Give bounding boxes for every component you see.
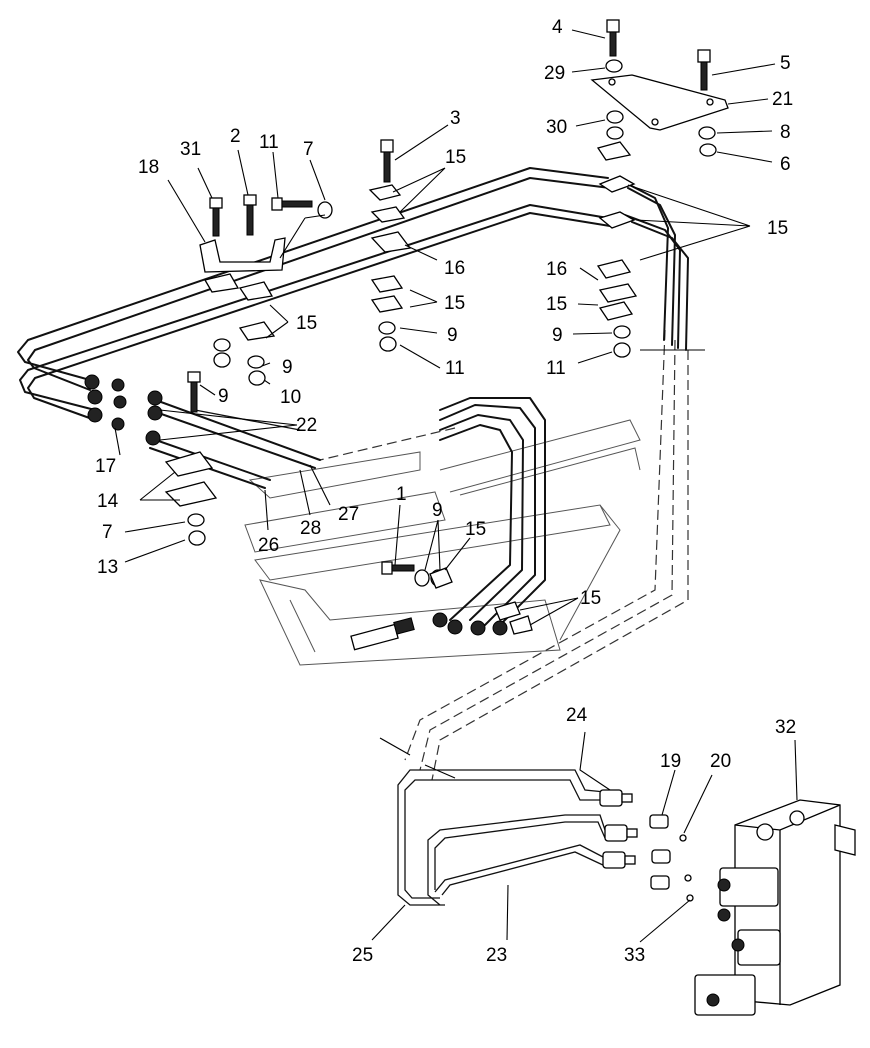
callout-27: 27 bbox=[338, 504, 359, 525]
bolt-2 bbox=[243, 194, 257, 236]
lower-pipe-bundle bbox=[397, 769, 606, 906]
callout-16-right: 16 bbox=[546, 259, 567, 280]
valve-block bbox=[694, 799, 856, 1016]
callout-19: 19 bbox=[660, 751, 681, 772]
callout-10: 9 bbox=[218, 386, 229, 407]
callout-32: 32 bbox=[775, 717, 796, 738]
callout-15-right: 15 bbox=[767, 218, 788, 239]
callout-26: 26 bbox=[258, 535, 279, 556]
callout-20: 20 bbox=[710, 751, 731, 772]
callout-labels: 4 29 5 21 30 8 6 3 15 31 2 11 7 18 16 15… bbox=[95, 17, 796, 966]
leader-lines bbox=[114, 29, 798, 943]
callout-15-center: 15 bbox=[465, 519, 486, 540]
bolt-3 bbox=[380, 139, 394, 183]
callout-7-top: 7 bbox=[303, 139, 314, 160]
callout-18: 18 bbox=[138, 157, 159, 178]
callout-16-mid: 16 bbox=[444, 258, 465, 279]
callout-9-mid: 9 bbox=[447, 325, 458, 346]
callout-12: 11 bbox=[259, 132, 279, 153]
callout-15-mid: 15 bbox=[444, 293, 465, 314]
bolt-1 bbox=[381, 561, 415, 575]
bolts bbox=[187, 19, 711, 575]
callout-29: 29 bbox=[544, 63, 565, 84]
middle-pipe-bundle bbox=[439, 397, 546, 626]
callout-5: 5 bbox=[780, 53, 791, 74]
bolt-31 bbox=[209, 197, 223, 237]
callout-25: 25 bbox=[352, 945, 373, 966]
mounting-plate bbox=[590, 74, 729, 131]
callout-6: 6 bbox=[780, 154, 791, 175]
callout-14: 14 bbox=[97, 491, 119, 512]
callout-33: 33 bbox=[624, 945, 645, 966]
callout-7-left: 7 bbox=[102, 522, 113, 543]
callout-28: 28 bbox=[300, 518, 321, 539]
callout-23: 23 bbox=[486, 945, 507, 966]
callout-2: 2 bbox=[230, 126, 241, 147]
upper-pipe-bundle bbox=[17, 167, 689, 421]
callout-21: 21 bbox=[772, 89, 793, 110]
callout-30: 30 bbox=[546, 117, 567, 138]
callout-9-center: 9 bbox=[432, 500, 443, 521]
pipe-clips bbox=[164, 141, 638, 635]
bracket-18 bbox=[199, 237, 286, 273]
cab-frame-outline bbox=[244, 419, 641, 666]
callout-31: 31 bbox=[180, 139, 201, 160]
callout-22: 22 bbox=[296, 415, 317, 436]
callout-8: 8 bbox=[780, 122, 791, 143]
bolt-12 bbox=[271, 197, 313, 211]
callout-15-top: 15 bbox=[445, 147, 466, 168]
bolt-4 bbox=[606, 19, 620, 57]
callout-9-right: 9 bbox=[552, 325, 563, 346]
bolt-10 bbox=[187, 371, 201, 413]
bolt-5 bbox=[697, 49, 711, 91]
callout-1: 1 bbox=[396, 484, 407, 505]
callout-4: 4 bbox=[552, 17, 563, 38]
callout-11-right: 11 bbox=[546, 358, 566, 379]
callout-13: 13 bbox=[97, 557, 118, 578]
adapters bbox=[599, 789, 694, 902]
pipe-end-fittings bbox=[84, 374, 508, 636]
callout-24: 24 bbox=[566, 705, 588, 726]
callout-11-mid: 11 bbox=[445, 358, 465, 379]
callout-9-left: 9 bbox=[282, 357, 293, 378]
callout-3: 3 bbox=[450, 108, 461, 129]
callout-15-lower: 15 bbox=[580, 588, 601, 609]
callout-11-left: 10 bbox=[280, 387, 301, 408]
washers-and-nuts bbox=[187, 59, 717, 587]
callout-15-right-lower: 15 bbox=[546, 294, 567, 315]
callout-17: 17 bbox=[95, 456, 116, 477]
pipe-continuation-dashed bbox=[319, 329, 705, 781]
callout-15-left: 15 bbox=[296, 313, 317, 334]
hose-fitting bbox=[350, 617, 415, 651]
